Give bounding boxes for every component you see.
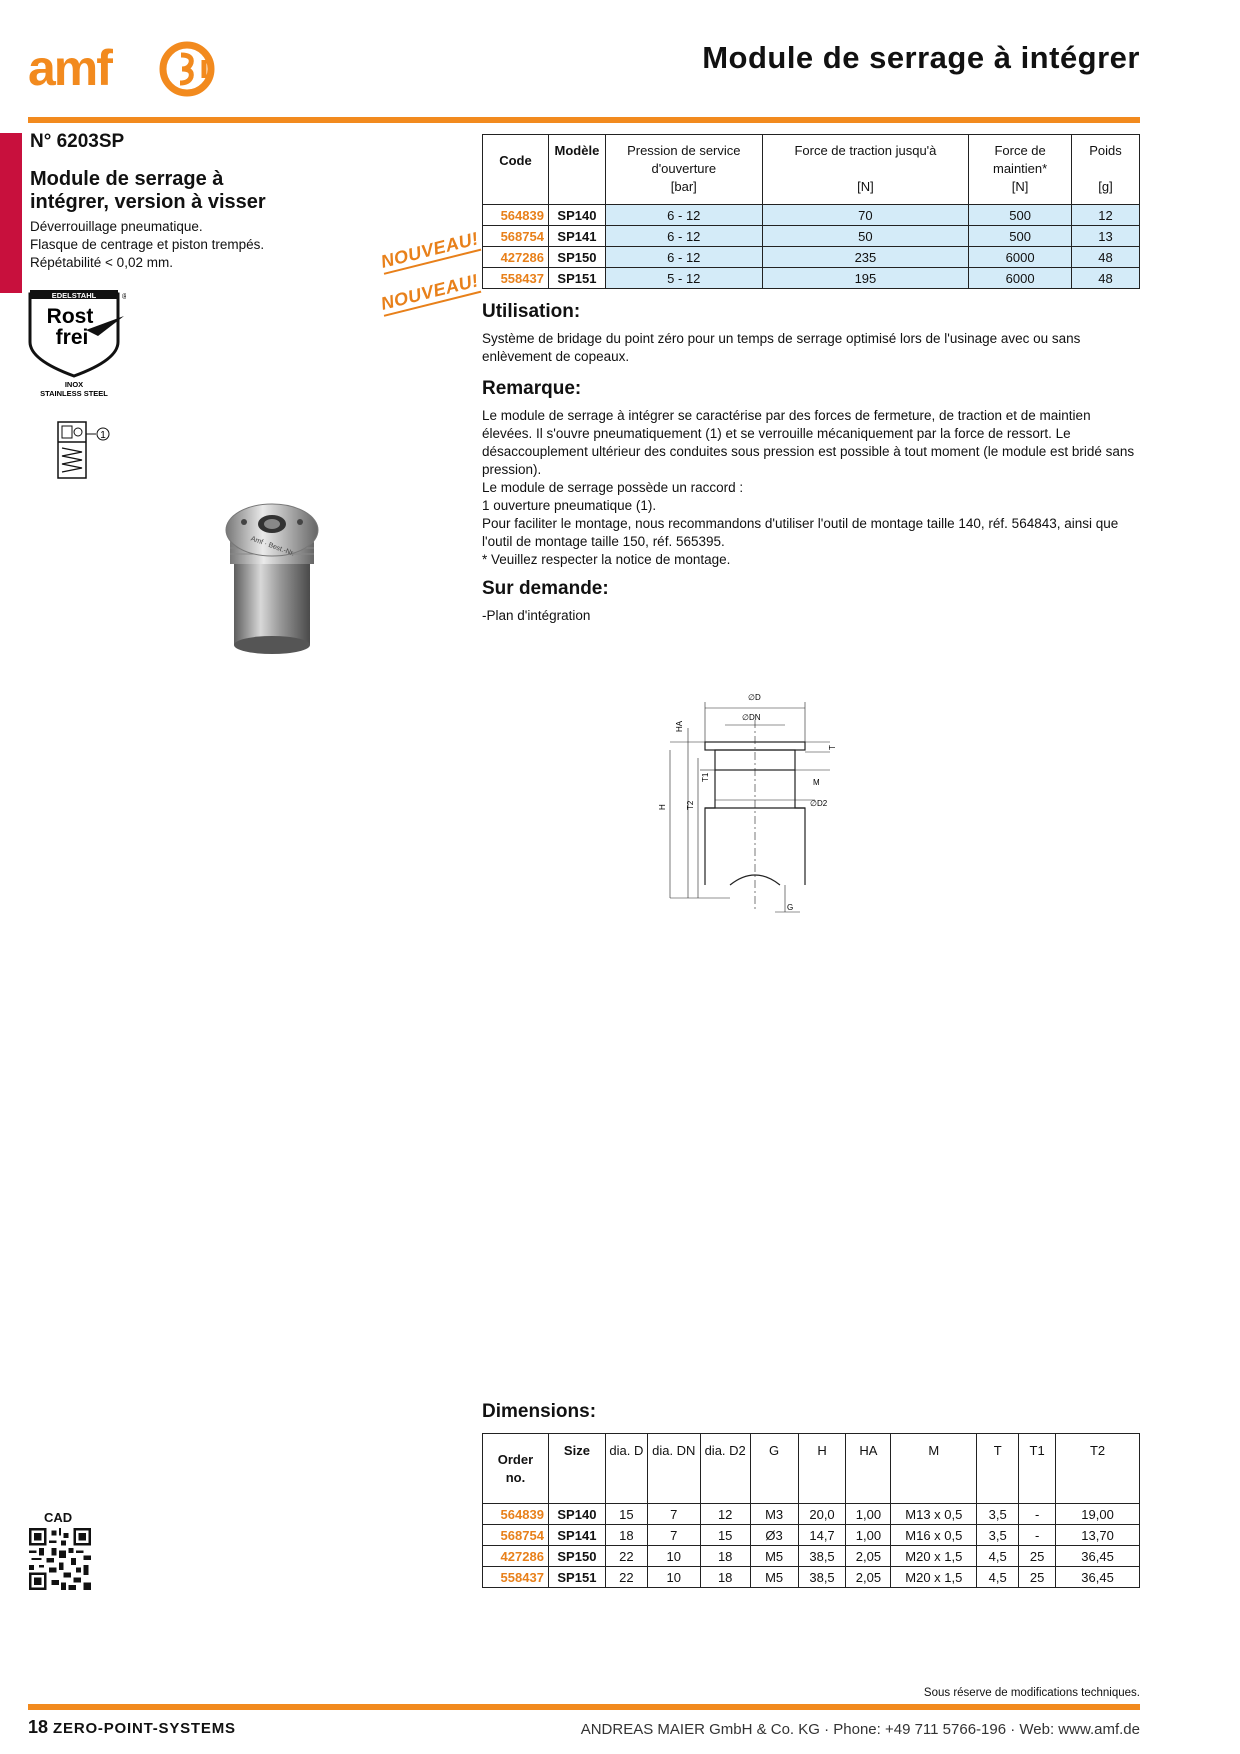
svg-text:G: G — [787, 903, 793, 912]
order-code[interactable]: 568754 — [482, 225, 549, 247]
remarque-heading: Remarque: — [482, 378, 582, 399]
technical-drawing: ∅D ∅DN ∅D2 M T HA H T2 T1 G — [658, 693, 837, 913]
col-model: Modèle — [547, 134, 606, 205]
svg-text:∅D2: ∅D2 — [810, 799, 828, 808]
svg-text:T: T — [828, 745, 837, 750]
svg-text:∅D: ∅D — [748, 693, 761, 702]
table-row: 568754 SP141 6 - 12 50 500 13 — [482, 225, 1140, 247]
sur-demande-text[interactable]: -Plan d'intégration — [482, 608, 591, 623]
utilisation-heading: Utilisation: — [482, 301, 581, 322]
feature-item: Déverrouillage pneumatique. — [30, 219, 203, 234]
header-rule — [28, 117, 1140, 123]
order-code[interactable]: 568754 — [482, 1524, 549, 1546]
order-code[interactable]: 558437 — [482, 1566, 549, 1588]
svg-text:M: M — [813, 778, 820, 787]
new-badge: NOUVEAU! — [378, 270, 482, 317]
svg-text:1: 1 — [100, 430, 106, 441]
amf-logo: amf — [28, 40, 215, 97]
svg-text:®: ® — [122, 292, 126, 301]
feature-item: Flasque de centrage et piston trempés. — [30, 237, 265, 252]
section-name: ZERO-POINT-SYSTEMS — [53, 1720, 236, 1737]
table-row: 427286 SP150 6 - 12 235 6000 48 — [482, 246, 1140, 268]
remarque-text: Le module de serrage à intégrer se carac… — [482, 408, 1135, 567]
table-row: 558437 SP151 22 10 18 M5 38,5 2,05 M20 x… — [482, 1566, 1140, 1588]
svg-text:STAINLESS STEEL: STAINLESS STEEL — [40, 389, 108, 398]
disclaimer: Sous réserve de modifications techniques… — [923, 1687, 1140, 1699]
svg-text:INOX: INOX — [65, 380, 83, 389]
order-code[interactable]: 427286 — [482, 1545, 549, 1567]
svg-text:T2: T2 — [686, 800, 695, 810]
company-contact: ANDREAS MAIER GmbH & Co. KG · Phone: +49… — [580, 1721, 1140, 1738]
feature-item: Répétabilité < 0,02 mm. — [30, 255, 173, 270]
utilisation-text: Système de bridage du point zéro pour un… — [482, 331, 1081, 364]
svg-text:EDELSTAHL: EDELSTAHL — [52, 291, 97, 300]
order-code[interactable]: 564839 — [482, 204, 549, 226]
table-row: 564839 SP140 6 - 12 70 500 12 — [482, 204, 1140, 226]
footer-section: 18 ZERO-POINT-SYSTEMS — [28, 1717, 236, 1738]
col-code: Code — [482, 134, 549, 205]
order-code[interactable]: 564839 — [482, 1503, 549, 1525]
qr-code-icon[interactable] — [29, 1528, 91, 1590]
page-number: 18 — [28, 1717, 49, 1737]
table-row: 568754 SP141 18 7 15 Ø3 14,7 1,00 M16 x … — [482, 1524, 1140, 1546]
col-weight: Poids [g] — [1071, 134, 1140, 205]
logo-text: amf — [28, 40, 113, 96]
order-code[interactable]: 558437 — [482, 267, 549, 289]
new-badge: NOUVEAU! — [378, 228, 482, 275]
feature-list: Déverrouillage pneumatique. Flasque de c… — [30, 218, 320, 272]
dimensions-heading: Dimensions: — [482, 1401, 597, 1422]
svg-text:frei: frei — [56, 326, 89, 349]
svg-text:T1: T1 — [701, 772, 710, 782]
table-row: 564839 SP140 15 7 12 M3 20,0 1,00 M13 x … — [482, 1503, 1140, 1525]
rostfrei-badge: EDELSTAHL ® Rost frei INOX STAINLESS STE… — [28, 290, 126, 398]
product-number: N° 6203SP — [30, 131, 125, 152]
page-title: Module de serrage à intégrer — [702, 40, 1140, 75]
pneumatic-symbol: 1 — [57, 421, 110, 479]
table-row: 558437 SP151 5 - 12 195 6000 48 — [482, 267, 1140, 289]
svg-text:HA: HA — [675, 720, 684, 732]
order-code[interactable]: 427286 — [482, 246, 549, 268]
product-name: Module de serrage à intégrer, version à … — [30, 168, 266, 213]
sur-demande-heading: Sur demande: — [482, 578, 609, 599]
svg-text:∅DN: ∅DN — [742, 713, 761, 722]
product-image: Amf · Best.-Nr. — [225, 503, 319, 654]
svg-text:H: H — [658, 804, 667, 810]
footer-rule — [28, 1704, 1140, 1710]
cad-label: CAD — [44, 1510, 73, 1525]
table-row: 427286 SP150 22 10 18 M5 38,5 2,05 M20 x… — [482, 1545, 1140, 1567]
section-marker — [0, 133, 22, 293]
col-traction: Force de traction jusqu'à [N] — [761, 134, 970, 205]
svg-text:Rost: Rost — [47, 305, 94, 328]
